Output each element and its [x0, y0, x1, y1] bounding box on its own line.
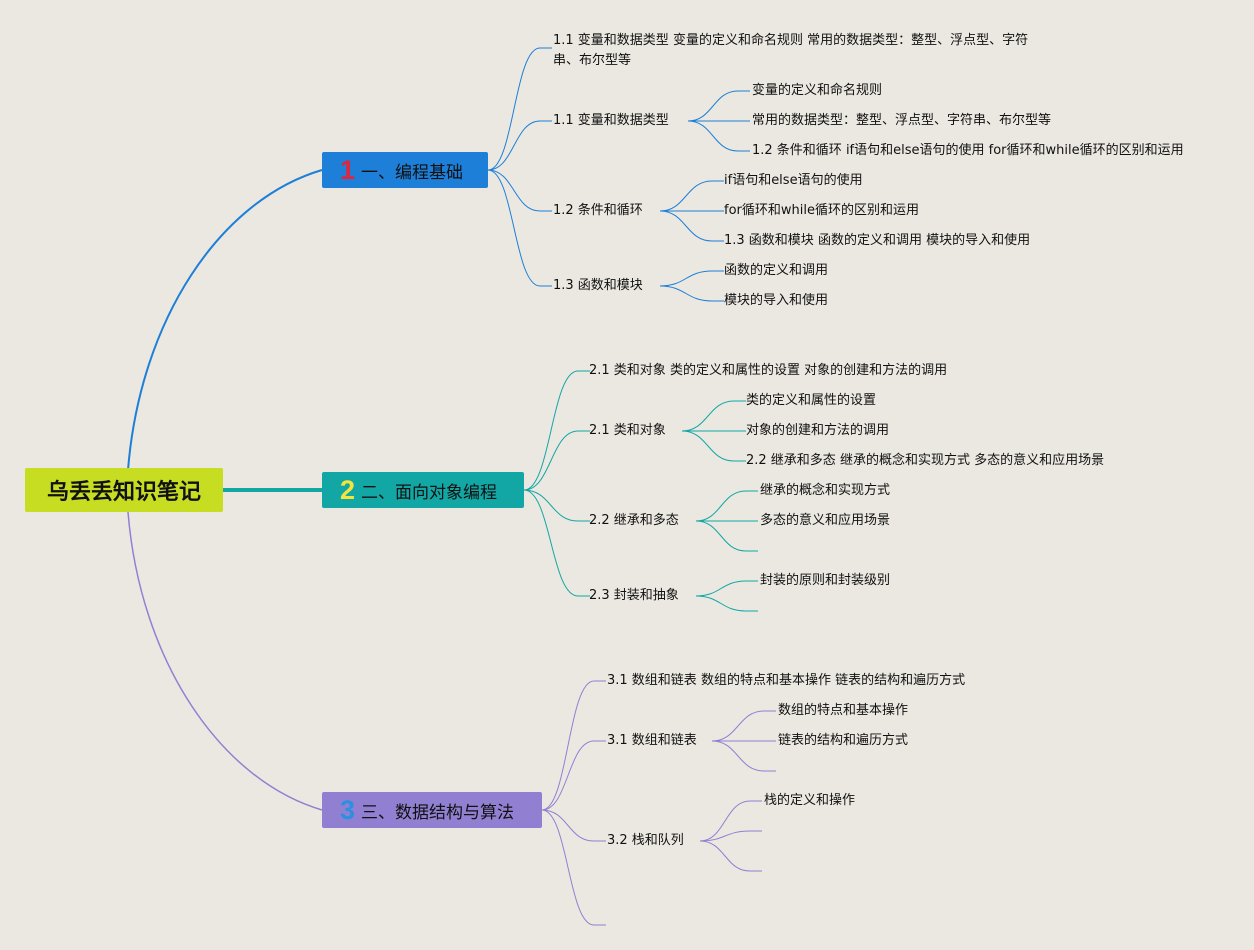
branch-1-topic-line	[487, 47, 552, 171]
topic-child-line	[699, 800, 762, 842]
topic-node[interactable]: 3.1 数组和链表	[607, 733, 697, 748]
topic-child-line	[695, 595, 758, 612]
branch-2-topic-line	[523, 370, 590, 491]
subtopic-node[interactable]: 类的定义和属性的设置	[746, 393, 877, 408]
branch-3-topic-line	[541, 809, 606, 926]
subtopic-node[interactable]: for循环和while循环的区别和运用	[724, 203, 919, 218]
topic-node[interactable]: 2.1 类和对象	[589, 423, 666, 438]
branch-number: 3	[340, 794, 356, 825]
topic-child-line	[681, 430, 746, 462]
subtopic-node[interactable]: 函数的定义和调用	[724, 263, 829, 278]
topic-child-line	[659, 210, 724, 242]
topic-node[interactable]: 1.3 函数和模块	[553, 278, 643, 293]
topic-node[interactable]: 2.3 封装和抽象	[589, 588, 679, 603]
topic-node[interactable]: 3.2 栈和队列	[607, 833, 684, 848]
branch-title: 二、面向对象编程	[361, 482, 498, 503]
subtopic-node[interactable]: 栈的定义和操作	[764, 793, 856, 808]
branch-number: 2	[340, 474, 356, 505]
branch-3-topic-line	[541, 680, 606, 811]
branch-title: 三、数据结构与算法	[361, 802, 515, 823]
branch-1-topic-line	[487, 169, 552, 287]
topic-node[interactable]: 2.1 类和对象 类的定义和属性的设置 对象的创建和方法的调用	[589, 363, 948, 378]
root-node[interactable]: 乌丢丢知识笔记	[25, 468, 223, 512]
subtopic-node[interactable]: 数组的特点和基本操作	[778, 703, 909, 718]
topic-node[interactable]: 2.2 继承和多态	[589, 513, 679, 528]
topic-child-line	[681, 400, 746, 432]
branch-node-basics[interactable]: 1 一、编程基础	[322, 152, 488, 188]
subtopic-node[interactable]: 继承的概念和实现方式	[760, 483, 891, 498]
topic-node[interactable]: 3.1 数组和链表 数组的特点和基本操作 链表的结构和遍历方式	[607, 673, 966, 688]
branch-1-topic-line	[487, 169, 552, 212]
branch-title: 一、编程基础	[361, 162, 464, 183]
branch-2-topic-line	[523, 430, 590, 491]
topic-child-line	[659, 270, 724, 287]
subtopic-node[interactable]: 2.2 继承和多态 继承的概念和实现方式 多态的意义和应用场景	[746, 453, 1105, 468]
subtopic-node[interactable]: 对象的创建和方法的调用	[746, 423, 890, 438]
branch-3-topic-line	[541, 740, 606, 811]
subtopic-node[interactable]: 1.3 函数和模块 函数的定义和调用 模块的导入和使用	[724, 233, 1031, 248]
subtopic-node[interactable]: 变量的定义和命名规则	[752, 83, 883, 98]
branch-1-topic-line	[487, 120, 552, 171]
topic-child-line	[659, 285, 724, 302]
topic-child-line	[687, 120, 750, 152]
topic-node[interactable]: 1.2 条件和循环	[553, 203, 643, 218]
subtopic-node[interactable]: 封装的原则和封装级别	[760, 573, 891, 588]
topic-child-line	[711, 710, 776, 742]
topic-child-line	[699, 830, 762, 842]
topic-child-line	[659, 180, 724, 212]
branch-node-oop[interactable]: 2 二、面向对象编程	[322, 472, 524, 508]
subtopic-node[interactable]: 常用的数据类型：整型、浮点型、字符串、布尔型等	[752, 113, 1052, 128]
topic-node[interactable]: 1.1 变量和数据类型	[553, 113, 669, 128]
topic-child-line	[711, 740, 776, 772]
branch-number: 1	[340, 154, 356, 185]
branch-3-topic-line	[541, 809, 606, 842]
subtopic-node[interactable]: 多态的意义和应用场景	[760, 513, 891, 528]
topic-child-line	[695, 490, 758, 522]
subtopic-node[interactable]: 模块的导入和使用	[724, 293, 829, 308]
topic-child-line	[699, 840, 762, 872]
root-to-branch-1-line	[127, 169, 323, 471]
subtopic-node[interactable]: if语句和else语句的使用	[724, 173, 863, 188]
subtopic-node[interactable]: 链表的结构和遍历方式	[778, 733, 909, 748]
root-to-branch-3-line	[127, 511, 323, 811]
branch-node-data-structures[interactable]: 3 三、数据结构与算法	[322, 792, 542, 828]
topic-child-line	[695, 580, 758, 597]
topic-node[interactable]: 1.1 变量和数据类型 变量的定义和命名规则 常用的数据类型：整型、浮点型、字符…	[553, 33, 1029, 68]
subtopic-node[interactable]: 1.2 条件和循环 if语句和else语句的使用 for循环和while循环的区…	[752, 143, 1184, 158]
branch-2-topic-line	[523, 489, 590, 522]
topic-child-line	[695, 520, 758, 552]
topic-child-line	[687, 90, 750, 122]
branch-2-topic-line	[523, 489, 590, 597]
